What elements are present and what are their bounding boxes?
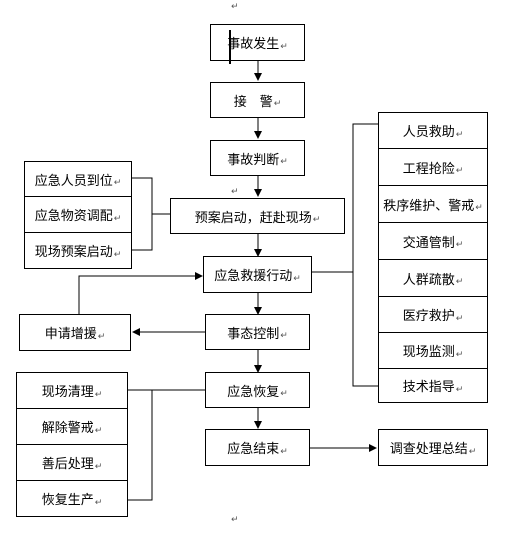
recovery-group-item-label: 善后处理 bbox=[41, 457, 94, 472]
paragraph-mark: ↵ bbox=[293, 273, 301, 284]
paragraph-mark: ↵ bbox=[455, 240, 464, 250]
paragraph-mark: ↵ bbox=[455, 129, 464, 140]
right-group-item-label: 现场监测 bbox=[402, 345, 455, 360]
paragraph-mark: ↵ bbox=[280, 446, 288, 457]
paragraph-mark: ↵ bbox=[113, 249, 122, 260]
node-investigate-label: 调查处理总结 bbox=[389, 442, 468, 457]
right-group-item-label: 秩序维护、警戒 bbox=[383, 198, 475, 214]
node-control: 事态控制↵ bbox=[205, 314, 310, 350]
recovery-group-item: 恢复生产↵ bbox=[16, 481, 128, 517]
paragraph-mark: ↵ bbox=[455, 166, 464, 176]
node-rescue: 应急救援行动↵ bbox=[203, 256, 312, 293]
bracket-left-group bbox=[132, 177, 153, 251]
node-alarm: 接 警↵ bbox=[210, 82, 305, 118]
right-group-item-label: 人员救助 bbox=[402, 125, 455, 140]
node-end: 应急结束↵ bbox=[205, 429, 310, 466]
node-investigate: 调查处理总结↵ bbox=[378, 429, 488, 466]
left-group-item: 应急人员到位↵ bbox=[24, 161, 132, 197]
right-group-item-label: 工程抢险 bbox=[402, 161, 455, 177]
paragraph-mark: ↵ bbox=[231, 515, 239, 525]
bracket-recovery-group bbox=[128, 389, 153, 501]
paragraph-mark: ↵ bbox=[94, 389, 103, 400]
recovery-group-item: 现场清理↵ bbox=[16, 372, 128, 409]
node-alarm-label: 接 警 bbox=[233, 94, 273, 110]
paragraph-mark: ↵ bbox=[94, 497, 103, 508]
paragraph-mark: ↵ bbox=[455, 277, 464, 287]
right-group-item: 秩序维护、警戒↵ bbox=[378, 186, 488, 223]
paragraph-mark: ↵ bbox=[231, 187, 239, 197]
left-group-item: 应急物资调配↵ bbox=[24, 197, 132, 233]
left-group-item-label: 现场预案启动 bbox=[34, 245, 113, 260]
left-group-item: 现场预案启动↵ bbox=[24, 233, 132, 269]
right-group-item: 医疗救护↵ bbox=[378, 297, 488, 333]
left-group-item-label: 应急人员到位 bbox=[34, 173, 113, 189]
text-cursor bbox=[229, 30, 231, 64]
right-group-item: 人员救助↵ bbox=[378, 112, 488, 149]
node-support-label: 申请增援 bbox=[44, 327, 97, 342]
right-group-item-label: 人群疏散 bbox=[402, 272, 455, 288]
recovery-group-item: 解除警戒↵ bbox=[16, 409, 128, 445]
node-judge: 事故判断↵ bbox=[210, 140, 305, 176]
paragraph-mark: ↵ bbox=[94, 461, 103, 472]
paragraph-mark: ↵ bbox=[455, 384, 464, 395]
right-group-item: 技术指导↵ bbox=[378, 369, 488, 403]
paragraph-mark: ↵ bbox=[468, 446, 477, 457]
arrow-support-rescue bbox=[78, 272, 203, 314]
node-recover: 应急恢复↵ bbox=[205, 372, 310, 408]
paragraph-mark: ↵ bbox=[455, 313, 464, 324]
paragraph-mark: ↵ bbox=[280, 389, 288, 399]
right-group-item-label: 交通管制 bbox=[402, 235, 455, 251]
paragraph-mark: ↵ bbox=[273, 99, 282, 109]
paragraph-mark: ↵ bbox=[280, 157, 288, 167]
node-rescue-label: 应急救援行动 bbox=[214, 269, 293, 284]
node-accident-label: 事故发生 bbox=[227, 37, 280, 52]
right-group-item: 现场监测↵ bbox=[378, 333, 488, 369]
paragraph-mark: ↵ bbox=[97, 331, 106, 342]
paragraph-mark: ↵ bbox=[475, 203, 483, 213]
node-control-label: 事态控制 bbox=[227, 326, 280, 342]
paragraph-mark: ↵ bbox=[312, 215, 321, 225]
node-judge-label: 事故判断 bbox=[227, 152, 280, 168]
paragraph-mark: ↵ bbox=[113, 178, 122, 188]
right-group-item-label: 技术指导 bbox=[402, 380, 455, 395]
paragraph-mark: ↵ bbox=[113, 213, 122, 224]
right-group-item: 工程抢险↵ bbox=[378, 149, 488, 186]
recovery-group-item-label: 解除警戒 bbox=[41, 421, 94, 436]
left-group-item-label: 应急物资调配 bbox=[34, 209, 113, 224]
recovery-group-item: 善后处理↵ bbox=[16, 445, 128, 481]
paragraph-mark: ↵ bbox=[280, 41, 288, 52]
paragraph-mark: ↵ bbox=[455, 349, 464, 360]
right-group-item: 人群疏散↵ bbox=[378, 260, 488, 297]
right-group-item-label: 医疗救护 bbox=[402, 309, 455, 324]
node-recover-label: 应急恢复 bbox=[227, 384, 280, 400]
node-plan-start-label: 预案启动，赶赴现场 bbox=[194, 210, 312, 226]
paragraph-mark: ↵ bbox=[280, 331, 288, 341]
paragraph-mark: ↵ bbox=[94, 425, 103, 436]
node-support: 申请增援↵ bbox=[19, 314, 131, 351]
paragraph-mark: ↵ bbox=[231, 2, 239, 12]
node-accident: 事故发生↵ bbox=[210, 24, 305, 61]
recovery-group-item-label: 恢复生产 bbox=[41, 493, 94, 508]
bracket-right-group bbox=[352, 123, 378, 387]
recovery-group-item-label: 现场清理 bbox=[41, 385, 94, 400]
node-plan-start: 预案启动，赶赴现场↵ bbox=[170, 198, 345, 234]
node-end-label: 应急结束 bbox=[227, 442, 280, 457]
right-group-item: 交通管制↵ bbox=[378, 223, 488, 260]
